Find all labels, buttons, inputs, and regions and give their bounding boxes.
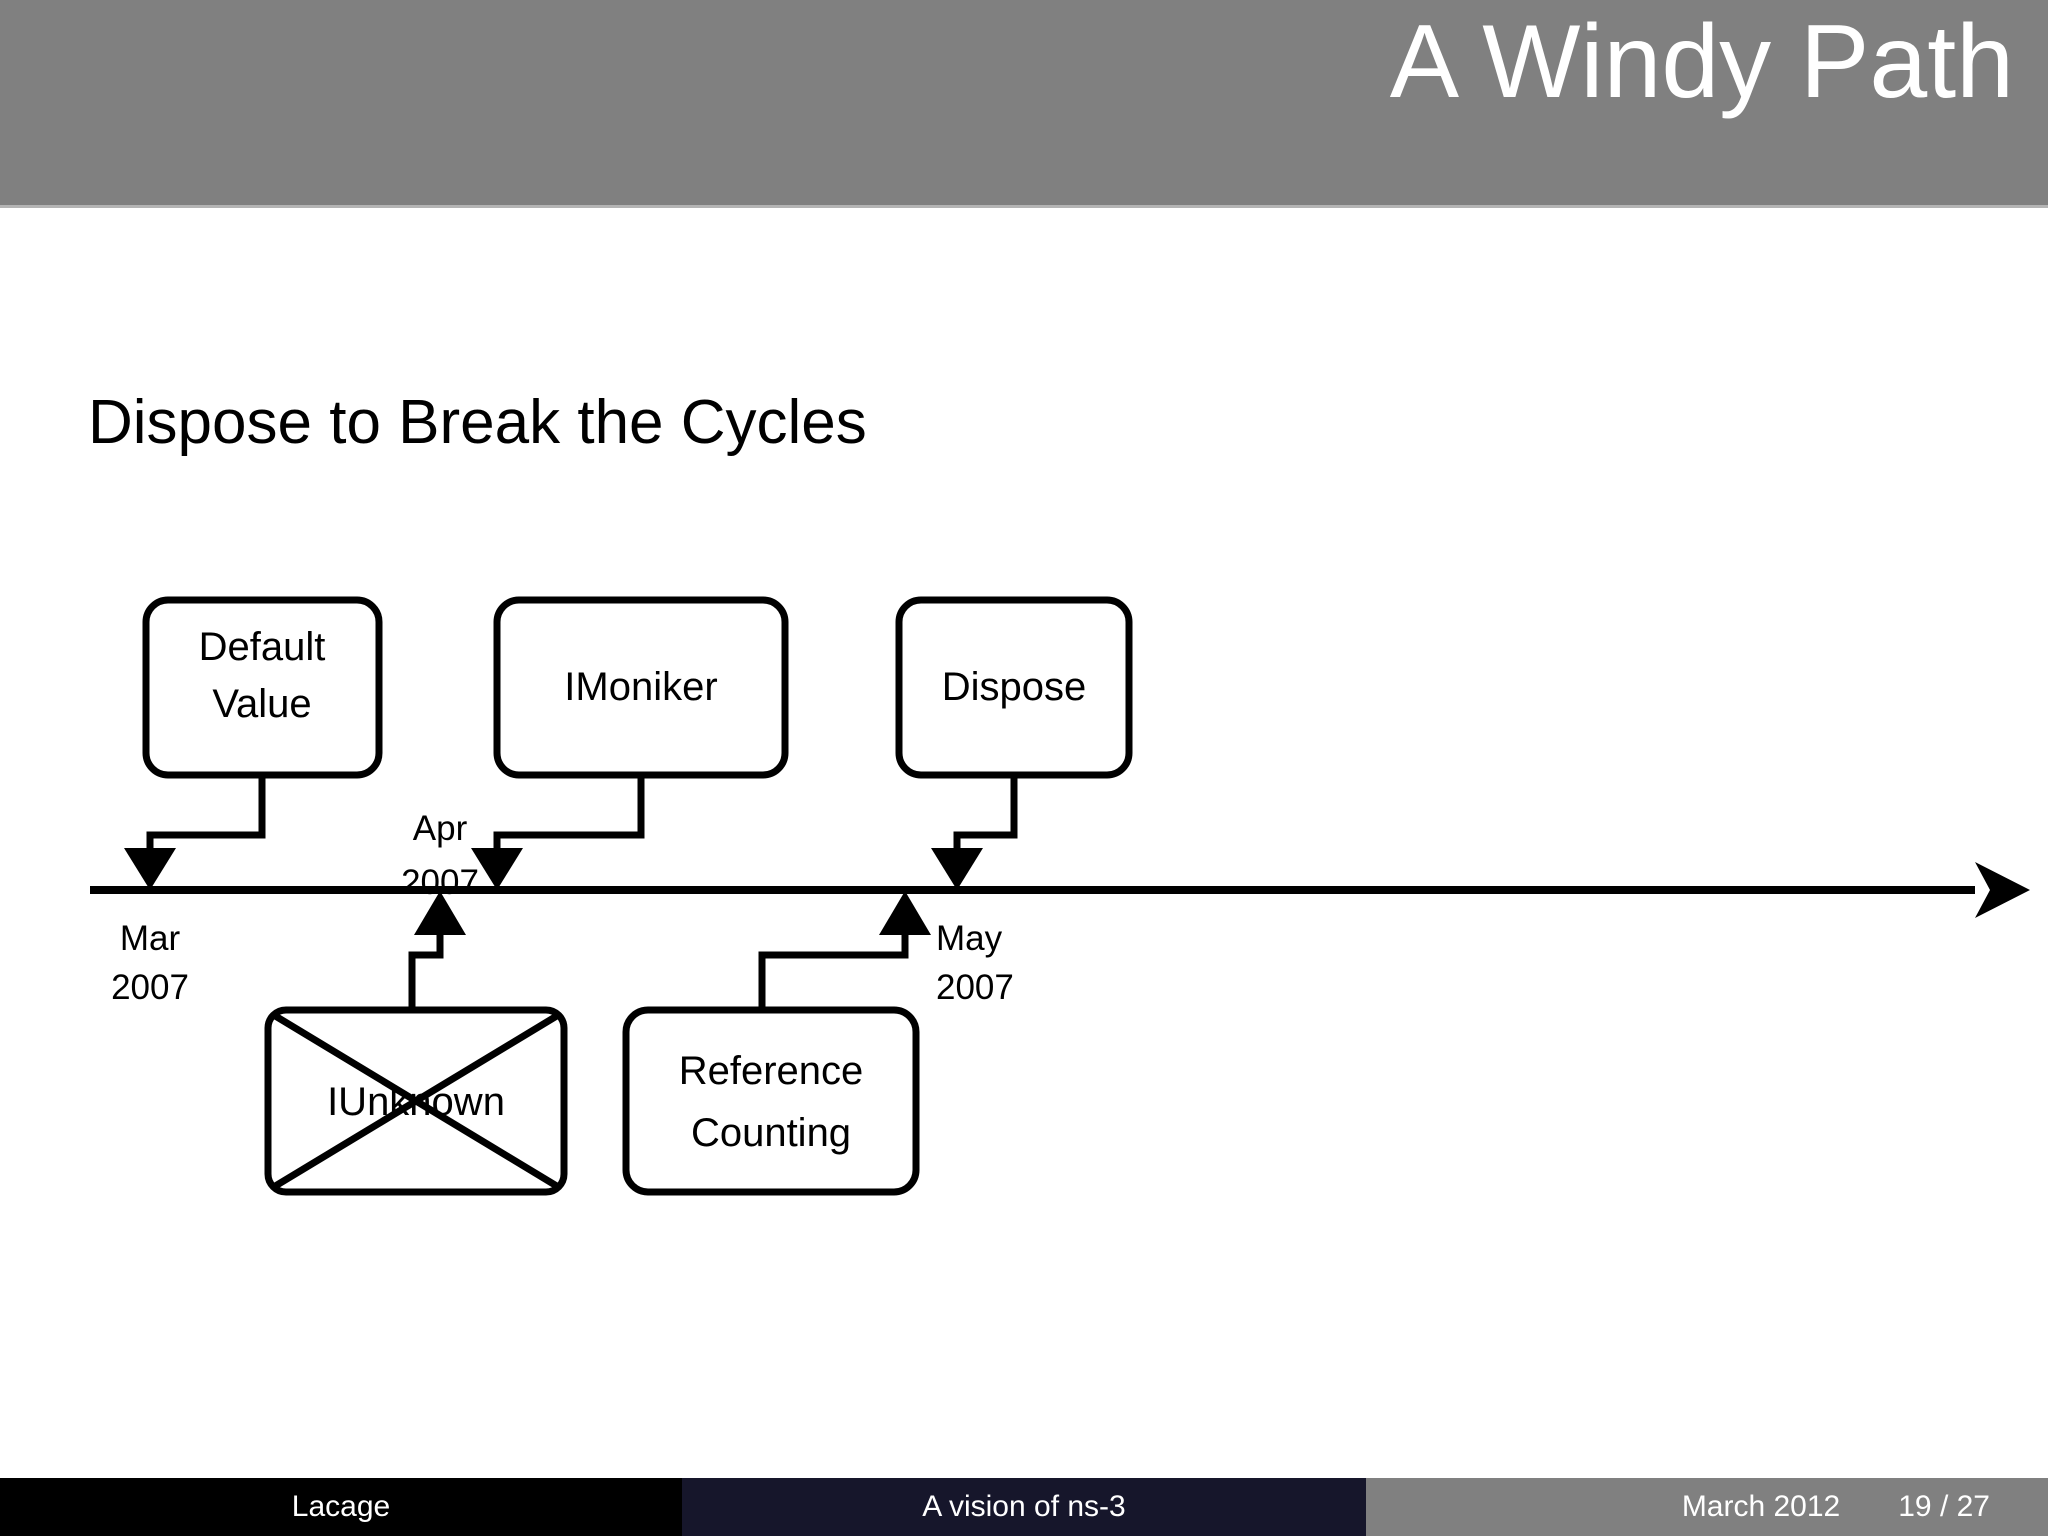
arrowhead-dispose xyxy=(931,848,983,890)
date-label-may-2007: May 2007 xyxy=(936,919,1014,1007)
arrowhead-imoniker xyxy=(471,848,523,890)
connector-iunknown xyxy=(408,935,444,1010)
node-reference-counting-box[interactable] xyxy=(622,1006,920,1196)
strikethrough-diagonal-2 xyxy=(270,1011,562,1191)
date-label-apr-2007-line2: 2007 xyxy=(401,863,479,902)
timeline-diagram-svg: Default Value IMoniker Dispose IUnknown xyxy=(90,596,2030,1196)
node-dispose-label-line1: Dispose xyxy=(942,665,1087,709)
node-default-value-label-line2: Value xyxy=(212,682,311,726)
arrowhead-default-value xyxy=(124,848,176,890)
connector-default-value xyxy=(146,775,266,848)
node-dispose[interactable]: Dispose xyxy=(895,596,1133,890)
arrowhead-reference-counting xyxy=(879,891,931,935)
slide-title: Dispose to Break the Cycles xyxy=(88,388,867,457)
footer-date: March 2012 xyxy=(1681,1490,1841,1523)
presentation-title: A Windy Path xyxy=(1389,4,2014,120)
slide-footer: Lacage A vision of ns-3 March 2012 19 / … xyxy=(0,1478,2048,1536)
date-label-mar-2007-line1: Mar xyxy=(120,919,181,958)
footer-author: Lacage xyxy=(0,1478,682,1536)
connector-dispose xyxy=(953,775,1018,848)
date-label-apr-2007-line1: Apr xyxy=(413,809,468,848)
node-default-value[interactable]: Default Value xyxy=(124,596,383,890)
connector-imoniker xyxy=(493,775,645,848)
footer-page-number: 19 / 27 xyxy=(1898,1490,1990,1523)
node-reference-counting-label-line1: Reference xyxy=(679,1049,864,1093)
node-default-value-label-line1: Default xyxy=(199,625,326,669)
date-label-mar-2007-line2: 2007 xyxy=(111,968,189,1007)
footer-subject: A vision of ns-3 xyxy=(682,1478,1366,1536)
date-label-may-2007-line2: 2007 xyxy=(936,968,1014,1007)
date-label-mar-2007: Mar 2007 xyxy=(111,919,189,1007)
node-reference-counting-label-line2: Counting xyxy=(691,1111,851,1155)
node-imoniker[interactable]: IMoniker xyxy=(471,596,789,890)
date-label-may-2007-line1: May xyxy=(936,919,1003,958)
node-iunknown-label-line1: IUnknown xyxy=(327,1080,505,1124)
connector-reference-counting xyxy=(758,935,909,1010)
timeline-axis xyxy=(90,862,2030,918)
slide-header-bar: A Windy Path xyxy=(0,0,2048,205)
node-reference-counting[interactable]: Reference Counting xyxy=(622,891,931,1196)
arrowhead-iunknown xyxy=(414,891,466,935)
date-label-apr-2007: Apr 2007 xyxy=(401,809,479,902)
node-imoniker-label-line1: IMoniker xyxy=(564,665,717,709)
header-divider xyxy=(0,205,2048,208)
footer-meta: March 2012 19 / 27 xyxy=(1366,1478,2048,1536)
node-iunknown[interactable]: IUnknown xyxy=(264,891,568,1196)
timeline-diagram: Default Value IMoniker Dispose IUnknown xyxy=(0,560,2048,1220)
